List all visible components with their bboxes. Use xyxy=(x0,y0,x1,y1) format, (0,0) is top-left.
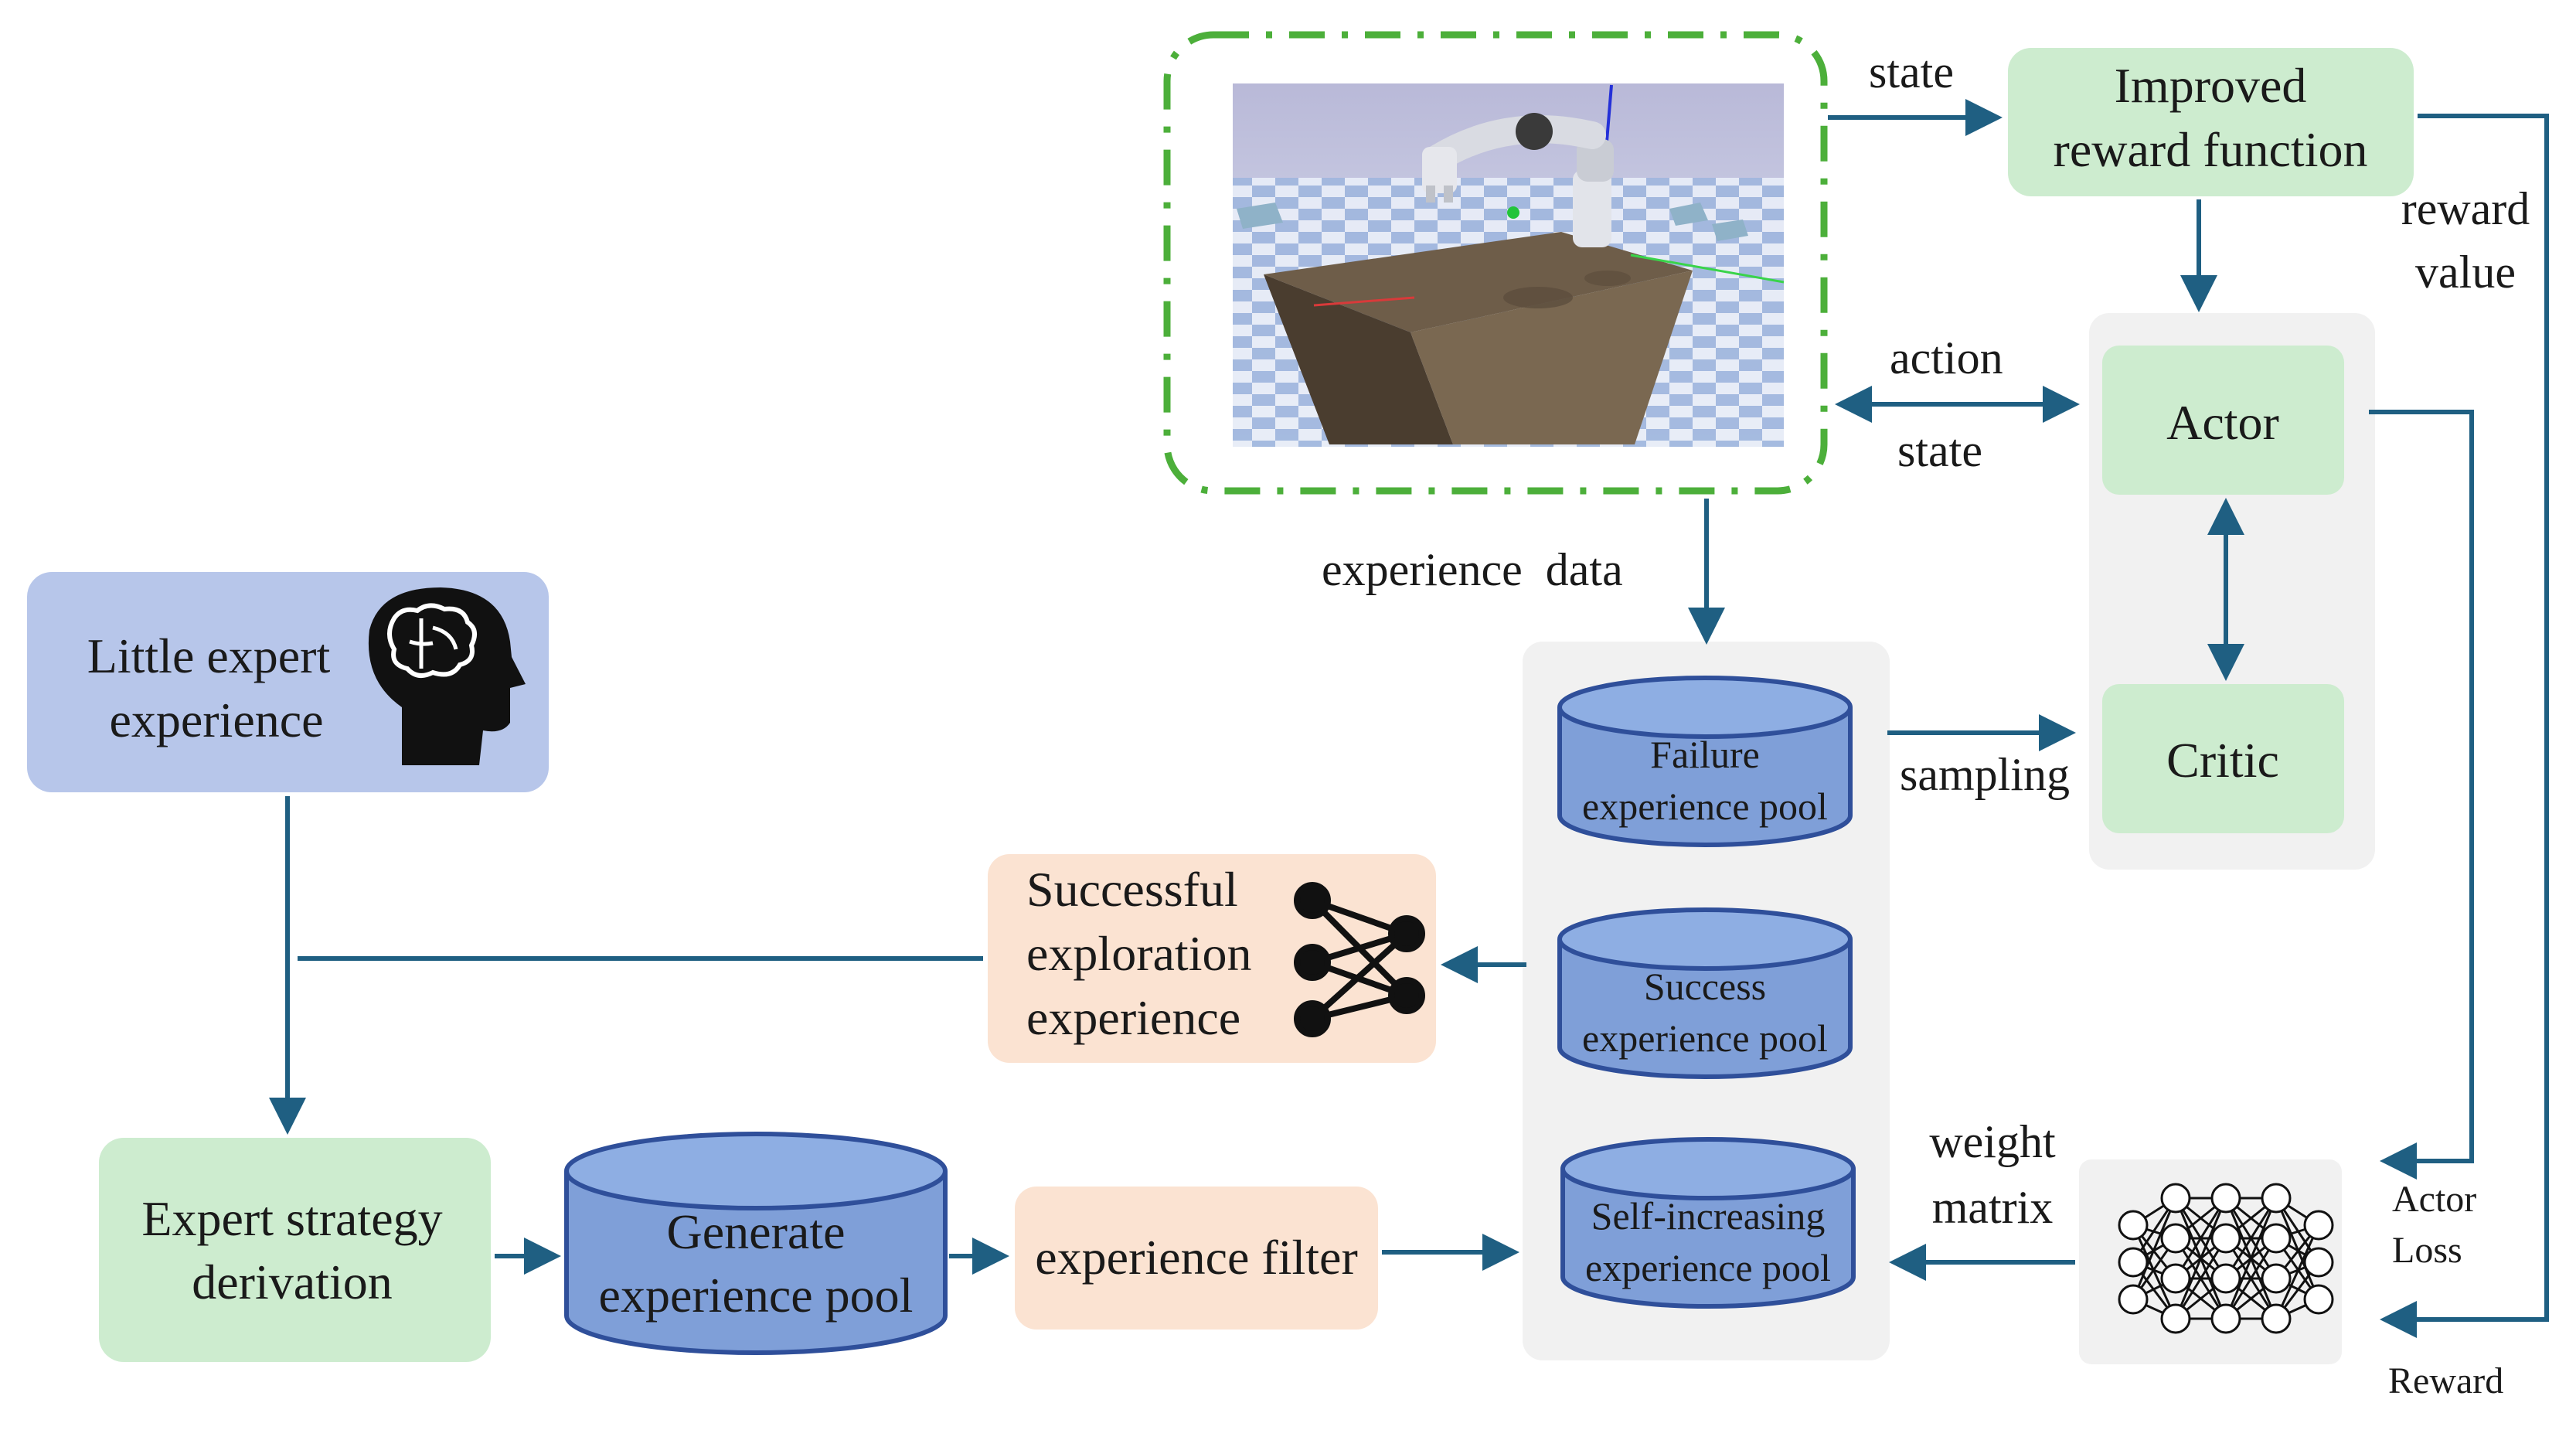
network-edge xyxy=(2132,1197,2177,1300)
expert-strategy-label-line1: Expert strategy xyxy=(141,1191,442,1246)
generate-pool-cylinder: Generate experience pool xyxy=(564,1132,948,1355)
successful-exploration-box: Successful exploration experience xyxy=(988,854,1436,1063)
label-reward-value-line2: value xyxy=(2415,247,2516,298)
network-node xyxy=(2303,1247,2334,1278)
label-actor-loss-line2: Loss xyxy=(2392,1230,2462,1271)
label-state-top: state xyxy=(1869,46,1954,97)
network-node xyxy=(2210,1223,2241,1254)
network-edge xyxy=(2174,1197,2227,1319)
network-node xyxy=(2303,1284,2334,1315)
failure-pool-label-line2: experience pool xyxy=(1582,785,1828,828)
robot-arm-simulation-scene xyxy=(1233,83,1785,447)
little-expert-label-line2: experience xyxy=(109,693,323,747)
expert-strategy-label-line2: derivation xyxy=(192,1255,392,1309)
failure-pool-label-line1: Failure xyxy=(1650,733,1760,776)
human-head-brain-icon xyxy=(368,587,526,765)
network-node xyxy=(2118,1210,2149,1241)
label-actor-loss-line1: Actor xyxy=(2392,1179,2476,1220)
success-pool-cylinder: Success experience pool xyxy=(1557,907,1853,1079)
experience-filter-box: experience filter xyxy=(1015,1187,1378,1330)
improved-reward-label-line1: Improved xyxy=(2115,58,2307,113)
successful-exploration-line1: Successful xyxy=(1026,862,1238,917)
self-increasing-pool-label-line2: experience pool xyxy=(1585,1246,1831,1289)
self-increasing-pool-label-line1: Self-increasing xyxy=(1591,1194,1826,1238)
network-node xyxy=(2118,1247,2149,1278)
environment-border xyxy=(1163,31,1828,495)
improved-reward-box: Improved reward function xyxy=(2008,48,2414,196)
neural-network-icon xyxy=(1294,882,1425,1037)
network-edge xyxy=(2275,1197,2320,1300)
network-edge xyxy=(2224,1197,2278,1279)
network-edge xyxy=(2275,1224,2320,1319)
little-expert-box: Little expert experience xyxy=(27,572,549,792)
network-edge xyxy=(2224,1238,2278,1319)
network-node xyxy=(2261,1223,2292,1254)
label-weight-matrix-line2: matrix xyxy=(1932,1182,2054,1233)
label-action: action xyxy=(1890,332,2003,383)
label-reward: Reward xyxy=(2388,1360,2503,1401)
successful-exploration-line2: exploration xyxy=(1026,926,1251,981)
success-pool-label-line1: Success xyxy=(1644,965,1766,1008)
little-expert-label-line1: Little expert xyxy=(87,628,331,683)
improved-reward-label-line2: reward function xyxy=(2054,122,2368,177)
label-weight-matrix-line1: weight xyxy=(1929,1116,2056,1167)
failure-pool-cylinder: Failure experience pool xyxy=(1557,676,1853,847)
label-reward-value-line1: reward xyxy=(2401,183,2530,234)
generate-pool-label-line2: experience pool xyxy=(599,1268,914,1323)
network-node xyxy=(2160,1303,2191,1334)
network-node xyxy=(2210,1303,2241,1334)
network-node xyxy=(2210,1263,2241,1294)
success-pool-label-line2: experience pool xyxy=(1582,1016,1828,1060)
network-edge xyxy=(2132,1224,2177,1319)
network-node xyxy=(2261,1303,2292,1334)
network-node xyxy=(2118,1284,2149,1315)
network-edge xyxy=(2174,1238,2227,1319)
environment-view xyxy=(1163,31,1828,495)
critic-box: Critic xyxy=(2102,684,2344,833)
network-edge xyxy=(2224,1197,2278,1319)
generate-pool-label-line1: Generate xyxy=(667,1204,846,1259)
network-node xyxy=(2210,1183,2241,1214)
arrow-actor-loss xyxy=(2369,410,2474,1180)
actor-box: Actor xyxy=(2102,346,2344,495)
arrow-reward-value xyxy=(2380,114,2549,1338)
experience-filter-label: experience filter xyxy=(1035,1230,1358,1285)
network-node xyxy=(2160,1183,2191,1214)
network-node xyxy=(2160,1263,2191,1294)
network-node xyxy=(2261,1183,2292,1214)
expert-strategy-box: Expert strategy derivation xyxy=(99,1138,491,1362)
label-sampling: sampling xyxy=(1900,749,2070,800)
network-node xyxy=(2303,1210,2334,1241)
label-state-mid: state xyxy=(1897,425,1982,476)
self-increasing-pool-cylinder: Self-increasing experience pool xyxy=(1560,1137,1856,1309)
critic-label: Critic xyxy=(2166,733,2279,788)
network-edge xyxy=(2174,1197,2227,1279)
network-node xyxy=(2160,1223,2191,1254)
successful-exploration-line3: experience xyxy=(1026,990,1240,1045)
label-experience-data: experience data xyxy=(1322,544,1623,595)
dense-neural-network-icon xyxy=(2079,1159,2342,1364)
network-node xyxy=(2261,1263,2292,1294)
actor-label: Actor xyxy=(2166,395,2279,450)
